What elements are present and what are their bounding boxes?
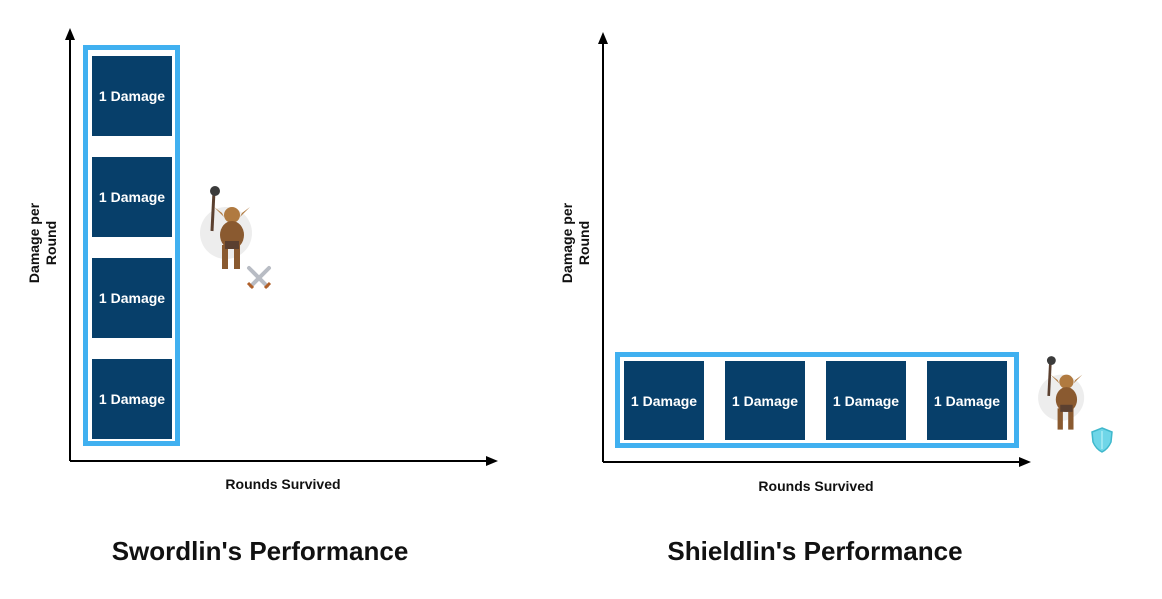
swordlin-axes	[65, 28, 498, 466]
shield-icon	[1091, 427, 1113, 453]
goblin-icon	[200, 186, 252, 269]
shieldlin-axes	[598, 32, 1031, 467]
shieldlin-damage-group	[615, 352, 1019, 448]
shieldlin-title: Shieldlin's Performance	[667, 536, 963, 566]
damage-block: 1 Damage	[92, 157, 172, 237]
shieldlin-y-axis-label: Damage per Round	[559, 202, 592, 284]
goblin-icon	[1038, 356, 1085, 430]
damage-block: 1 Damage	[92, 56, 172, 136]
damage-block: 1 Damage	[826, 361, 906, 440]
damage-block: 1 Damage	[624, 361, 704, 440]
shieldlin-x-axis-label: Rounds Survived	[758, 478, 874, 494]
damage-block: 1 Damage	[92, 359, 172, 439]
swordlin-x-axis-label: Rounds Survived	[225, 476, 341, 492]
damage-block: 1 Damage	[725, 361, 805, 440]
swordlin-panel: Damage per Round Rounds Survived 1 Damag…	[26, 28, 498, 566]
shieldlin-panel: Damage per Round Rounds Survived 1 Damag…	[559, 0, 1162, 599]
crossed-swords-icon	[246, 266, 272, 290]
swordlin-y-axis-label: Damage per Round	[26, 202, 59, 284]
swordlin-title: Swordlin's Performance	[111, 536, 409, 566]
damage-block: 1 Damage	[92, 258, 172, 338]
swordlin-damage-group	[83, 45, 180, 446]
damage-block: 1 Damage	[927, 361, 1007, 440]
